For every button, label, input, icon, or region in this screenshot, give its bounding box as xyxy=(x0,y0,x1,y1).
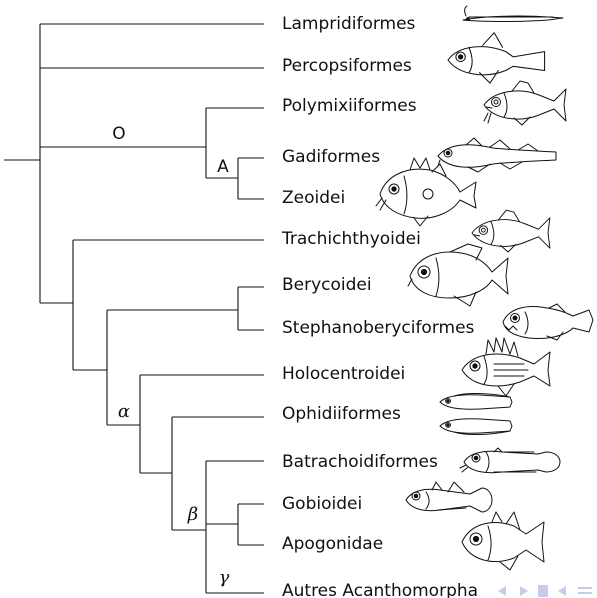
taxon-label-holocentroidei: Holocentroidei xyxy=(282,364,405,384)
taxon-label-stephanoberyciformes: Stephanoberyciformes xyxy=(282,318,475,338)
ophidiiformes-fish-icon xyxy=(440,393,512,434)
taxon-label-autres-acanthomorpha: Autres Acanthomorpha xyxy=(282,581,478,598)
taxon-label-berycoidei: Berycoidei xyxy=(282,275,372,295)
taxon-label-percopsiformes: Percopsiformes xyxy=(282,56,412,76)
taxon-label-apogonidae: Apogonidae xyxy=(282,534,383,554)
tree-branches xyxy=(4,24,264,593)
berycoidei-fish-icon xyxy=(408,244,508,306)
nav-decoration xyxy=(498,585,592,597)
node-label-a: A xyxy=(217,157,229,177)
lampridiformes-fish-icon xyxy=(463,6,563,22)
percopsiformes-fish-icon xyxy=(448,33,545,83)
node-label-o: O xyxy=(112,124,125,144)
gobioidei-fish-icon xyxy=(406,482,492,512)
zeoidei-fish-icon xyxy=(376,158,476,226)
taxon-label-ophidiiformes: Ophidiiformes xyxy=(282,404,401,424)
taxon-label-gobioidei: Gobioidei xyxy=(282,494,362,514)
fish-illustrations xyxy=(376,6,593,570)
holocentroidei-fish-icon xyxy=(462,338,550,396)
taxon-label-batrachoidiformes: Batrachoidiformes xyxy=(282,452,438,472)
node-labels: O A α β γ xyxy=(112,124,229,588)
taxon-label-lampridiformes: Lampridiformes xyxy=(282,14,416,34)
gadiformes-fish-icon xyxy=(438,138,556,172)
taxon-labels: Lampridiformes Percopsiformes Polymixiif… xyxy=(281,14,478,598)
node-label-beta: β xyxy=(187,504,198,525)
taxon-label-trachichthyoidei: Trachichthyoidei xyxy=(281,229,421,249)
taxon-label-polymixiiformes: Polymixiiformes xyxy=(282,96,417,116)
taxon-label-zeoidei: Zeoidei xyxy=(282,188,345,208)
node-label-alpha: α xyxy=(118,401,130,422)
apogonidae-fish-icon xyxy=(462,512,544,570)
polymixiiformes-fish-icon xyxy=(484,81,566,125)
batrachoidiformes-fish-icon xyxy=(460,448,560,473)
stephanoberyciformes-fish-icon xyxy=(503,304,593,340)
trachichthyoidei-fish-icon xyxy=(472,210,550,252)
taxon-label-gadiformes: Gadiformes xyxy=(282,147,380,167)
node-label-gamma: γ xyxy=(219,567,230,588)
